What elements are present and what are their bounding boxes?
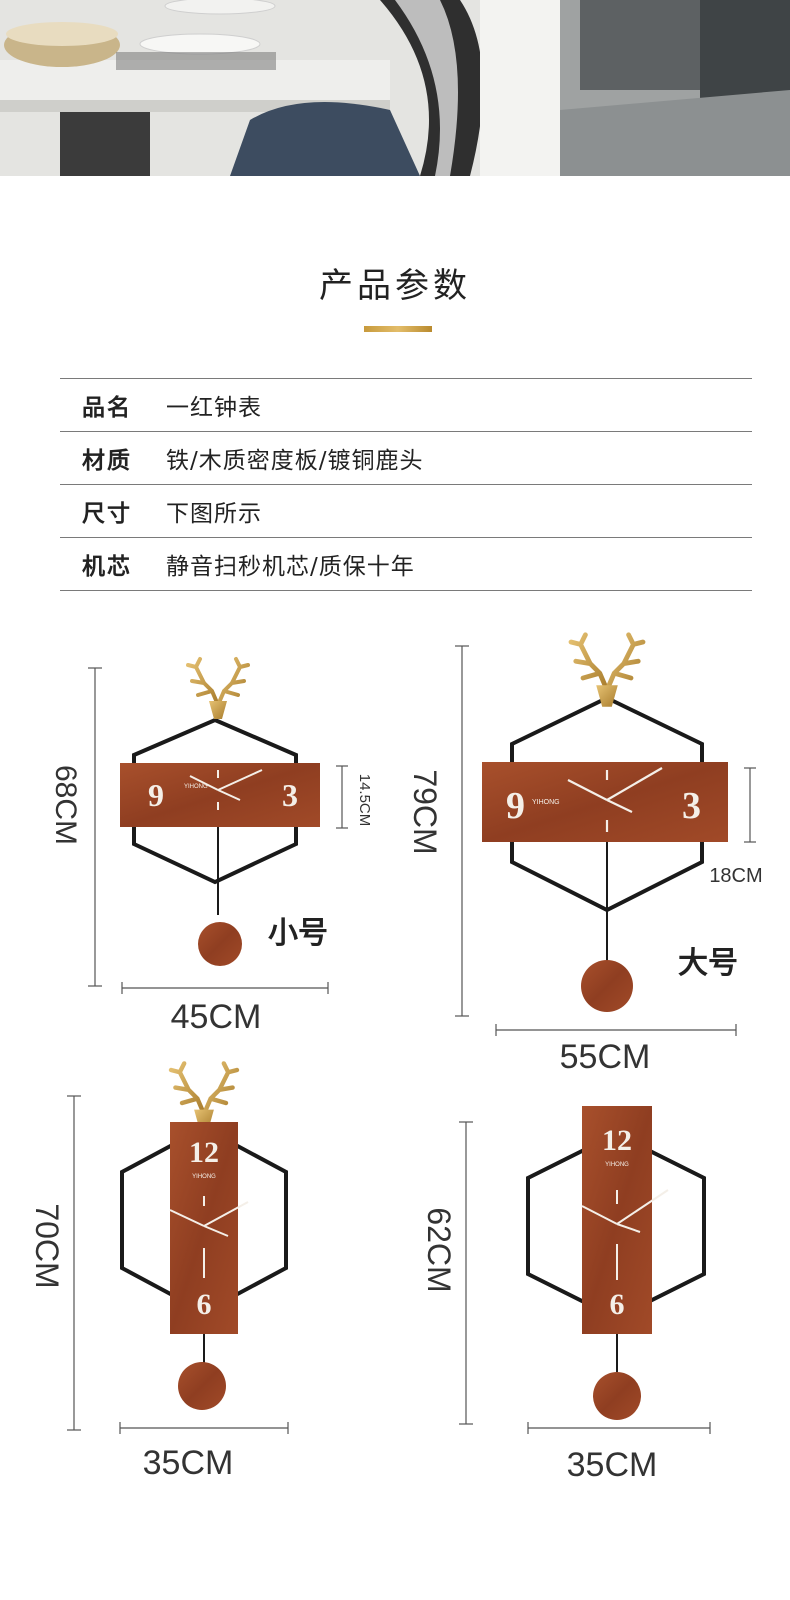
- vertical-antler-height-label: 70CM: [29, 1203, 65, 1288]
- brand-mark: YIHONG: [192, 1174, 216, 1180]
- pendulum: [198, 922, 242, 966]
- spec-row-material: 材质 铁/木质密度板/镀铜鹿头: [60, 431, 752, 484]
- large-size-label: 大号: [678, 946, 738, 981]
- clock-vertical-antler: [120, 1063, 288, 1410]
- brand-mark: YIHONG: [184, 784, 208, 790]
- dining-room-illustration: [0, 0, 790, 176]
- wood-panel: [120, 763, 320, 827]
- brand-mark: YIHONG: [532, 799, 560, 806]
- spec-value: 铁/木质密度板/镀铜鹿头: [166, 448, 424, 474]
- spec-row-name: 品名 一红钟表: [60, 378, 752, 431]
- clock-small: [120, 657, 320, 966]
- spec-value: 静音扫秒机芯/质保十年: [166, 554, 415, 580]
- deer-head-icon: [186, 657, 250, 721]
- large-width-label: 55CM: [560, 1038, 651, 1076]
- spec-label: 材质: [82, 448, 132, 474]
- spec-row-size: 尺寸 下图所示: [60, 484, 752, 537]
- spec-value: 下图所示: [166, 501, 262, 527]
- deer-head-icon: [171, 1063, 237, 1129]
- spec-label: 机芯: [82, 554, 132, 580]
- wood-panel: [170, 1122, 238, 1334]
- numeral-9: 9: [506, 785, 525, 827]
- numeral-12: 12: [189, 1136, 219, 1169]
- wood-panel: [482, 762, 728, 842]
- pendulum: [593, 1372, 641, 1420]
- wood-panel: [582, 1106, 652, 1334]
- spec-row-movement: 机芯 静音扫秒机芯/质保十年: [60, 537, 752, 591]
- hero-photo: [0, 0, 790, 176]
- numeral-6: 6: [610, 1288, 625, 1321]
- numeral-3: 3: [682, 785, 701, 827]
- deer-head-icon: [571, 635, 643, 707]
- vertical-antler-width-label: 35CM: [143, 1444, 234, 1482]
- hexagon-frame: [132, 717, 298, 885]
- pendulum: [581, 960, 633, 1012]
- spec-label: 尺寸: [82, 501, 132, 527]
- clock-vertical-plain: [526, 1106, 706, 1420]
- small-width-label: 45CM: [171, 998, 262, 1036]
- numeral-9: 9: [148, 777, 164, 813]
- pendulum: [178, 1362, 226, 1410]
- small-size-label: 小号: [268, 916, 328, 951]
- brand-mark: YIHONG: [605, 1162, 629, 1168]
- spec-table: 品名 一红钟表 材质 铁/木质密度板/镀铜鹿头 尺寸 下图所示 机芯 静音扫秒机…: [60, 378, 752, 591]
- title-divider: [364, 326, 432, 332]
- large-panel-label: 18CM: [709, 865, 762, 887]
- vertical-plain-width-label: 35CM: [567, 1446, 658, 1484]
- large-height-label: 79CM: [407, 769, 443, 854]
- small-panel-label: 14.5CM: [356, 774, 373, 827]
- numeral-3: 3: [282, 777, 298, 813]
- spec-label: 品名: [82, 395, 132, 421]
- clock-large: [482, 635, 728, 1012]
- numeral-6: 6: [197, 1288, 212, 1321]
- vertical-plain-height-label: 62CM: [421, 1207, 457, 1292]
- spec-value: 一红钟表: [166, 395, 262, 421]
- numeral-12: 12: [602, 1124, 632, 1157]
- small-height-label: 68CM: [49, 765, 82, 845]
- section-title: 产品参数: [319, 266, 471, 306]
